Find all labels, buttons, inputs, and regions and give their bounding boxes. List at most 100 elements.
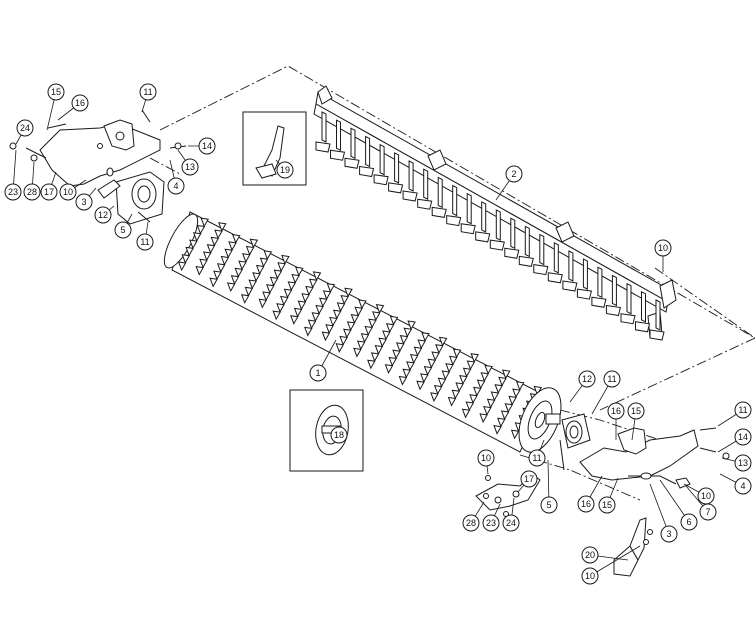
callout-circle <box>71 94 89 112</box>
callout-5: 5 <box>540 496 558 514</box>
scraper-tine <box>641 290 646 323</box>
scraper-tine <box>539 233 545 266</box>
callout-label: 2 <box>511 169 516 179</box>
callout-label: 23 <box>486 518 496 528</box>
roller-spike <box>238 260 247 271</box>
roller-spike <box>416 380 425 391</box>
callout-circle <box>59 183 77 201</box>
callout-label: 4 <box>173 181 178 191</box>
callout-label: 5 <box>546 500 551 510</box>
scraper-tine <box>495 209 501 241</box>
roller-spike <box>486 398 496 409</box>
roller-spike <box>470 353 479 363</box>
callout-circle <box>198 137 216 155</box>
callout-circle <box>734 428 752 446</box>
scraper-blade <box>533 264 549 276</box>
callout-11: 11 <box>136 233 154 251</box>
roller-spike <box>245 245 255 256</box>
roller-spike <box>431 351 440 362</box>
callout-circle <box>330 426 348 444</box>
callout-19: 19 <box>276 161 294 179</box>
scraper-tine <box>655 299 661 331</box>
callout-10: 10 <box>697 487 715 505</box>
roller-spike <box>192 232 202 242</box>
roller-spike <box>311 312 321 322</box>
callout-circle <box>114 221 132 239</box>
callout-circle <box>734 477 752 495</box>
callout-label: 28 <box>27 187 37 197</box>
roller-spike <box>199 258 208 269</box>
callout-13: 13 <box>734 454 752 472</box>
roller-spike <box>234 267 244 278</box>
callout-label: 10 <box>481 453 491 463</box>
callout-11: 11 <box>139 83 157 101</box>
roller-spike <box>196 224 206 235</box>
callout-leader <box>589 545 641 577</box>
detail-box-part-18 <box>289 389 364 472</box>
spiked-roller-part-1 <box>163 211 562 453</box>
roller-spike <box>315 304 324 315</box>
callout-circle <box>167 177 185 195</box>
roller-spike <box>252 272 261 282</box>
callout-label: 18 <box>334 430 344 440</box>
roller-spike <box>462 367 472 378</box>
roller-spike <box>304 326 313 337</box>
scraper-blade <box>635 321 651 333</box>
scraper-bar-part-2 <box>313 85 677 341</box>
roller-spike <box>469 394 478 404</box>
roller-spike <box>259 257 269 268</box>
scraper-tine <box>481 201 487 233</box>
scraper-tine <box>626 282 632 315</box>
roller-spike <box>501 369 511 380</box>
roller-spike <box>438 336 448 347</box>
callout-12: 12 <box>94 206 112 224</box>
scraper-blade <box>620 313 636 325</box>
callout-6: 6 <box>680 513 698 531</box>
roller-spike <box>354 306 363 317</box>
callout-circle <box>660 525 678 543</box>
roller-spike <box>375 303 385 314</box>
roller-spike <box>452 348 462 359</box>
roller-spike <box>417 339 426 350</box>
scraper-tines <box>315 111 665 341</box>
callout-16: 16 <box>577 495 595 513</box>
callout-circle <box>309 364 327 382</box>
roller-spike <box>263 250 273 261</box>
scraper-blade <box>489 239 505 251</box>
callout-circle <box>23 183 41 201</box>
roller-spike <box>367 359 376 370</box>
roller-spike <box>512 388 521 399</box>
roller-spike <box>473 386 482 397</box>
callout-17: 17 <box>40 183 58 201</box>
roller-spike <box>461 408 471 419</box>
callout-14: 14 <box>734 428 752 446</box>
scraper-tine <box>423 168 429 201</box>
scraper-tine <box>553 241 559 274</box>
left-bracket-assembly <box>9 109 187 225</box>
callout-circle <box>16 119 34 137</box>
roller-spike <box>213 270 222 281</box>
roller-spike <box>479 413 488 424</box>
callout-circle <box>94 206 112 224</box>
roller-spike <box>350 313 360 324</box>
callout-label: 16 <box>581 499 591 509</box>
roller-spike <box>240 294 250 304</box>
roller-spike <box>459 374 468 385</box>
scraper-blade <box>446 215 462 227</box>
callout-label: 24 <box>20 123 30 133</box>
roller-spike <box>447 396 457 407</box>
callout-circle <box>603 370 621 388</box>
roller-spike <box>409 353 419 364</box>
roller-spike <box>420 373 429 384</box>
roller-spike <box>451 389 461 400</box>
roller-spike <box>493 424 502 435</box>
roller-spike <box>325 324 334 334</box>
roller-spike <box>403 327 413 338</box>
callout-23: 23 <box>4 183 22 201</box>
callout-label: 1 <box>315 368 320 378</box>
roller-spike <box>248 279 257 290</box>
callout-circle <box>578 370 596 388</box>
callout-label: 16 <box>75 98 85 108</box>
roller-spike <box>272 310 281 321</box>
scraper-blade <box>576 288 593 300</box>
